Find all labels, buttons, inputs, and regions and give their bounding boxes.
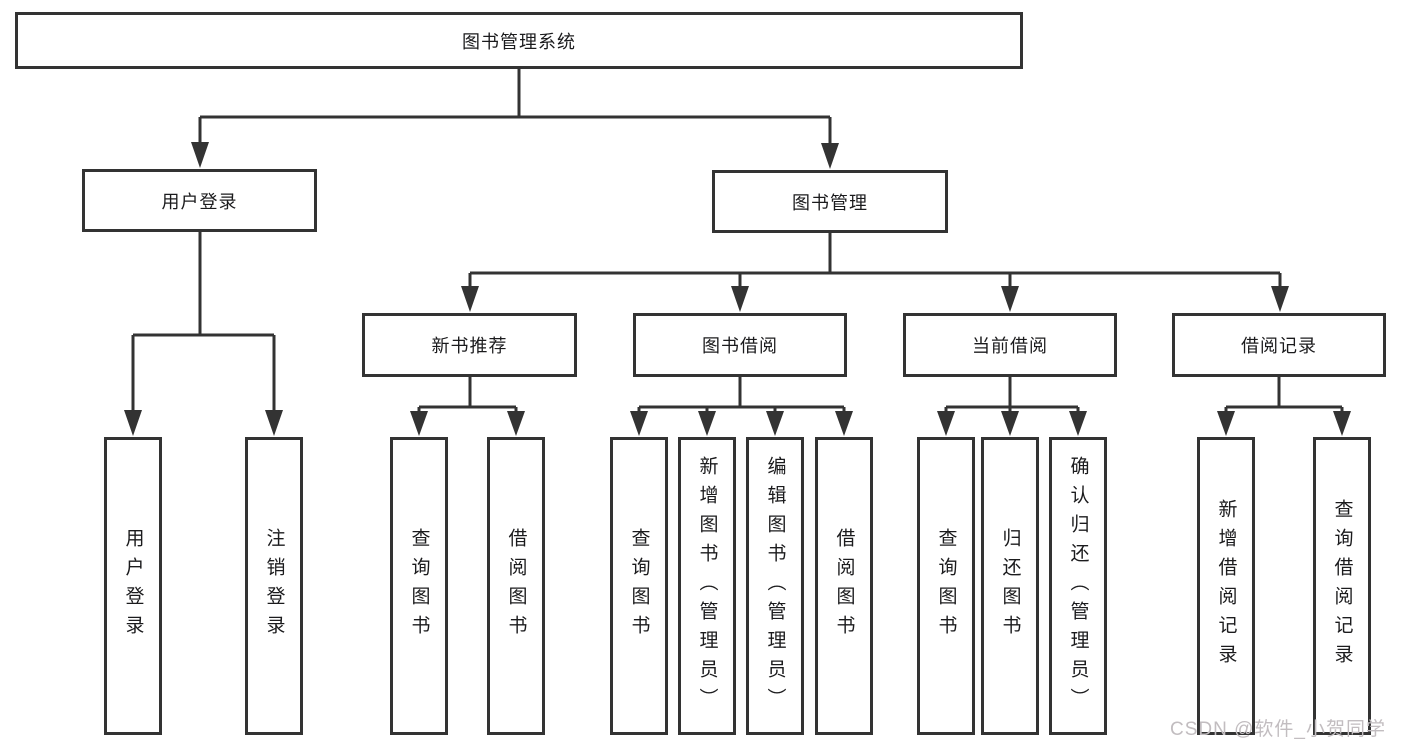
leaf-query-books-recommend-label: 查询图书: [408, 528, 430, 644]
node-book-management: 图书管理: [712, 170, 948, 233]
leaf-query-books-borrowing: 查询图书: [610, 437, 668, 735]
node-book-borrowing-label: 图书借阅: [702, 336, 778, 356]
leaf-query-books-current: 查询图书: [917, 437, 975, 735]
leaf-add-borrow-record: 新增借阅记录: [1197, 437, 1255, 735]
leaf-return-books-label: 归还图书: [999, 528, 1021, 644]
leaf-logout: 注销登录: [245, 437, 303, 735]
node-new-book-recommend: 新书推荐: [362, 313, 577, 377]
leaf-logout-label: 注销登录: [263, 528, 285, 644]
leaf-query-borrow-record-label: 查询借阅记录: [1331, 499, 1353, 673]
node-borrowing-records-label: 借阅记录: [1241, 336, 1317, 356]
leaf-query-books-borrowing-label: 查询图书: [628, 528, 650, 644]
leaf-confirm-return-admin: 确认归还（管理员）: [1049, 437, 1107, 735]
leaf-add-books-admin-label: 新增图书（管理员）: [696, 455, 718, 717]
node-library-system: 图书管理系统: [15, 12, 1023, 69]
leaf-borrow-books-recommend-label: 借阅图书: [505, 528, 527, 644]
node-book-management-label: 图书管理: [792, 192, 868, 213]
csdn-watermark: CSDN @软件_小贺同学: [1170, 719, 1386, 740]
node-library-system-label: 图书管理系统: [462, 31, 576, 52]
node-book-borrowing: 图书借阅: [633, 313, 847, 377]
leaf-query-books-current-label: 查询图书: [935, 528, 957, 644]
node-new-book-recommend-label: 新书推荐: [431, 336, 508, 356]
node-current-borrowing: 当前借阅: [903, 313, 1117, 377]
leaf-user-login: 用户登录: [104, 437, 162, 735]
node-user-login-label: 用户登录: [161, 191, 238, 212]
leaf-borrow-books-recommend: 借阅图书: [487, 437, 545, 735]
leaf-confirm-return-admin-label: 确认归还（管理员）: [1067, 455, 1089, 717]
leaf-borrow-books-borrowing-label: 借阅图书: [833, 528, 855, 644]
leaf-edit-books-admin: 编辑图书（管理员）: [746, 437, 804, 735]
leaf-edit-books-admin-label: 编辑图书（管理员）: [764, 455, 786, 717]
node-user-login: 用户登录: [82, 169, 317, 232]
leaf-query-borrow-record: 查询借阅记录: [1313, 437, 1371, 735]
leaf-borrow-books-borrowing: 借阅图书: [815, 437, 873, 735]
leaf-add-borrow-record-label: 新增借阅记录: [1215, 499, 1237, 673]
node-borrowing-records: 借阅记录: [1172, 313, 1386, 377]
leaf-query-books-recommend: 查询图书: [390, 437, 448, 735]
leaf-return-books: 归还图书: [981, 437, 1039, 735]
leaf-user-login-label: 用户登录: [122, 528, 144, 644]
leaf-add-books-admin: 新增图书（管理员）: [678, 437, 736, 735]
node-current-borrowing-label: 当前借阅: [972, 336, 1048, 356]
